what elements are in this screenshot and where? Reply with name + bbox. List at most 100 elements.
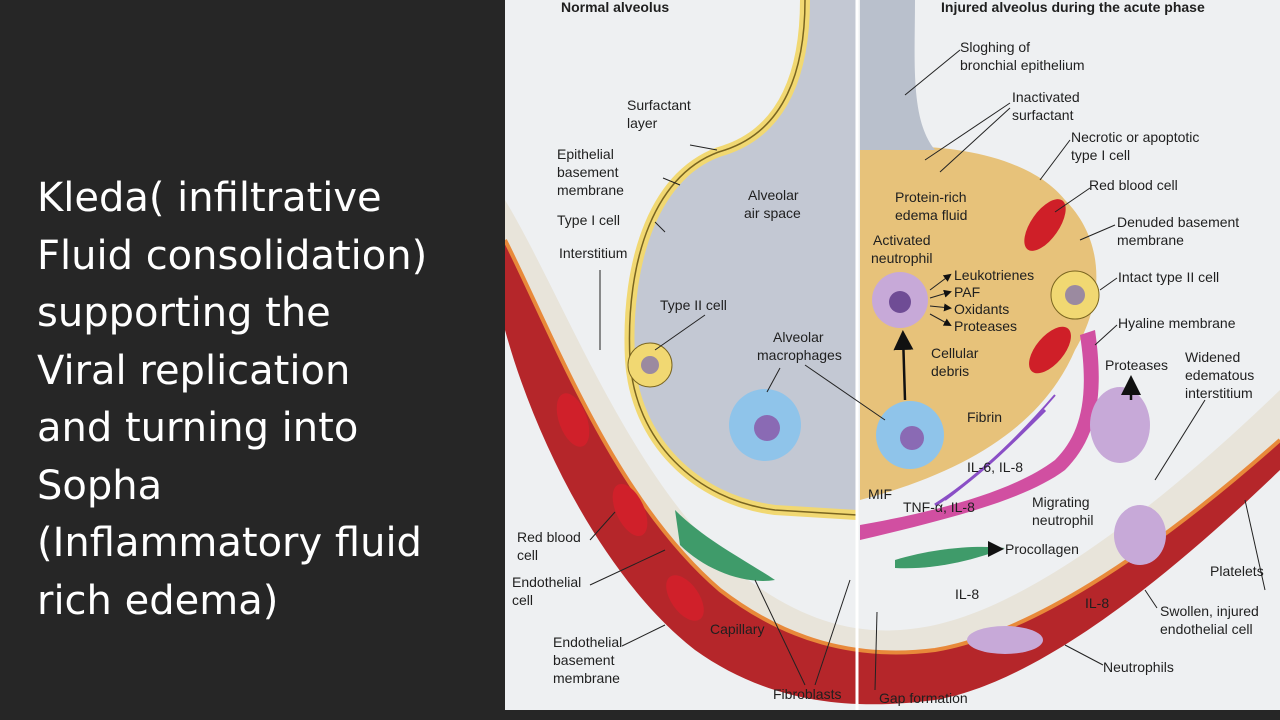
label-type1: Type I cell (557, 212, 620, 228)
label-epithelial-bm: Epithelial (557, 146, 614, 162)
label-epithelial-bm: membrane (557, 182, 624, 198)
label-interstitium: Interstitium (559, 245, 627, 261)
label-necrotic-cell: Necrotic or apoptotic (1071, 129, 1199, 145)
leader-line (654, 221, 666, 233)
red-blood-cell (556, 393, 590, 447)
label-type2: Type II cell (660, 297, 727, 313)
label-sloughing: bronchial epithelium (960, 57, 1085, 73)
leader-line (1144, 589, 1158, 609)
label-endothelial-cell: cell (512, 592, 533, 608)
label-il6-il8: IL-6, IL-8 (967, 459, 1023, 475)
cell-nucleus (889, 291, 911, 313)
label-protein-rich-edema: edema fluid (895, 207, 967, 223)
leader-line (621, 624, 666, 647)
label-gap-formation: Gap formation (879, 690, 968, 706)
leader-line (654, 314, 706, 351)
leader-line (754, 579, 806, 686)
leader-line (766, 367, 781, 393)
label-neutrophils: Neutrophils (1103, 659, 1174, 675)
label-widened-interstitium: Widened (1185, 349, 1240, 365)
label-il8: IL-8 (955, 586, 979, 602)
hyaline-membrane (860, 330, 1099, 540)
leader-line (589, 549, 666, 586)
leader-line (804, 364, 886, 421)
red-blood-cell (666, 575, 704, 621)
label-denuded-bm: Denuded basement (1117, 214, 1239, 230)
mediator-arrow (929, 273, 952, 291)
cell-nucleus (754, 415, 780, 441)
label-cellular-debris: Cellular (931, 345, 979, 361)
label-rbc: Red blood (517, 529, 581, 545)
label-sloughing: Sloghing of (960, 39, 1030, 55)
label-proteases: Proteases (954, 318, 1017, 334)
label-endothelial-bm: membrane (553, 670, 620, 686)
label-activated-neutrophil: Activated (873, 232, 931, 248)
label-rbc-right: Red blood cell (1089, 177, 1178, 193)
leader-line (1099, 277, 1118, 291)
mediator-arrow (929, 313, 952, 326)
leader-line (1154, 399, 1206, 481)
cell-nucleus (1065, 285, 1085, 305)
mediator-arrow (929, 303, 952, 312)
diagram-svg: Normal alveolus Injured alveolus during … (505, 0, 1280, 710)
slide-text-line: and turning into (37, 405, 359, 451)
label-hyaline: Hyaline membrane (1118, 315, 1236, 331)
label-cellular-debris: debris (931, 363, 969, 379)
red-blood-cell (612, 483, 648, 537)
label-inactivated-surfactant: Inactivated (1012, 89, 1080, 105)
label-necrotic-cell: type I cell (1071, 147, 1130, 163)
cell-nucleus (900, 426, 924, 450)
leader-line (904, 49, 961, 96)
leader-line (1054, 187, 1091, 213)
label-denuded-bm: membrane (1117, 232, 1184, 248)
red-blood-cell (1029, 326, 1071, 374)
label-fibroblasts: Fibroblasts (773, 686, 841, 702)
leader-line (1064, 644, 1104, 666)
label-mif: MIF (868, 486, 892, 502)
leader-line (1094, 324, 1118, 346)
leader-line (874, 611, 878, 691)
activation-arrow (893, 330, 914, 401)
label-inactivated-surfactant: surfactant (1012, 107, 1074, 123)
label-proteases-b: Proteases (1105, 357, 1168, 373)
label-macrophages: Alveolar (773, 329, 824, 345)
fibroblast (895, 546, 1005, 569)
slide-text-line: (Inflammatory fluid (37, 520, 422, 566)
slide-body-text: Kleda( infiltrative Fluid consolidation)… (37, 170, 477, 630)
label-migrating-neutrophil: Migrating (1032, 494, 1090, 510)
leader-line (662, 177, 681, 186)
label-endothelial-bm: basement (553, 652, 615, 668)
mediator-arrow (929, 289, 952, 299)
label-widened-interstitium: interstitium (1185, 385, 1253, 401)
slide-text-line: supporting the (37, 290, 331, 336)
label-leukotrienes: Leukotrienes (954, 267, 1034, 283)
label-macrophages: macrophages (757, 347, 842, 363)
leader-line (814, 579, 851, 686)
label-platelets: Platelets (1210, 563, 1264, 579)
label-endothelial-cell: Endothelial (512, 574, 581, 590)
leader-line (1039, 139, 1071, 181)
label-rbc: cell (517, 547, 538, 563)
label-air-space: Alveolar (748, 187, 799, 203)
slide-text-line: Viral replication (37, 347, 351, 394)
neutrophil (1090, 387, 1150, 463)
label-tnf-il8: TNF-α, IL-8 (903, 499, 975, 515)
label-intact-type2: Intact type II cell (1118, 269, 1219, 285)
leader-line (1079, 224, 1116, 241)
leader-line (689, 144, 718, 151)
right-title: Injured alveolus during the acute phase (941, 0, 1205, 15)
fibroblast (675, 510, 775, 581)
label-procollagen: Procollagen (1005, 541, 1079, 557)
label-il8: IL-8 (1085, 595, 1109, 611)
wall-outline (628, 0, 858, 516)
label-surfactant: Surfactant (627, 97, 691, 113)
slide-text-line: Kleda( infiltrative (37, 175, 382, 221)
leader-line (924, 102, 1011, 161)
fibrin-strand (944, 394, 1056, 501)
label-swollen-endothelial: endothelial cell (1160, 621, 1253, 637)
alveolar-air-space (629, 0, 857, 515)
label-widened-interstitium: edematous (1185, 367, 1254, 383)
label-surfactant: layer (627, 115, 658, 131)
slide-text-line: rich edema) (37, 577, 279, 624)
leader-line (1244, 499, 1266, 591)
